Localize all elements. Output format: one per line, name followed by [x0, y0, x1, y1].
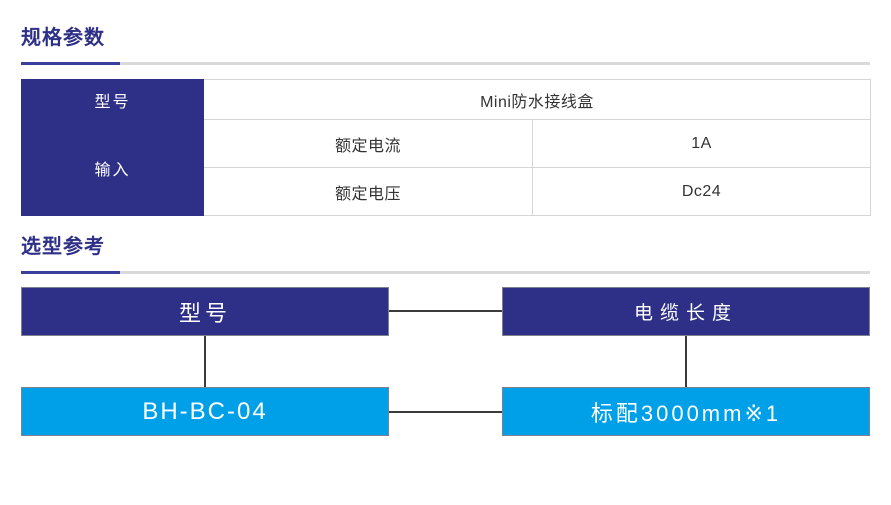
- spec-value-rated-current: 1A: [532, 119, 871, 168]
- diagram-value-cable-length: 标配3000mm※1: [502, 387, 870, 436]
- spec-row-value-model: Mini防水接线盒: [203, 79, 871, 120]
- section-title-spec: 规格参数: [21, 27, 105, 49]
- spec-row-label-model: 型号: [21, 79, 204, 120]
- spec-value-rated-voltage: Dc24: [532, 167, 871, 216]
- connector-line-horizontal-bottom: [389, 411, 502, 413]
- connector-line-horizontal-top: [389, 310, 502, 312]
- table-row: 输入 额定电流 1A: [21, 119, 871, 216]
- spec-row-label-input: 输入: [21, 119, 204, 216]
- connector-line-vertical-left: [204, 336, 206, 387]
- section-title-selection: 选型参考: [21, 236, 105, 258]
- diagram-header-cable-length: 电缆长度: [502, 287, 870, 336]
- section-divider-spec: [21, 62, 870, 65]
- spec-table: 型号 Mini防水接线盒 输入 额定电流 1A 额定电压 Dc24: [21, 79, 871, 216]
- spec-sub-label-rated-voltage: 额定电压: [203, 167, 533, 216]
- selection-diagram: 型号 电缆长度 BH-BC-04 标配3000mm※1: [0, 280, 891, 450]
- diagram-header-model: 型号: [21, 287, 389, 336]
- table-row: 额定电压 Dc24: [22, 167, 871, 216]
- table-row: 型号 Mini防水接线盒: [21, 79, 871, 120]
- spec-sub-label-rated-current: 额定电流: [203, 119, 533, 168]
- connector-line-vertical-right: [685, 336, 687, 387]
- diagram-value-model: BH-BC-04: [21, 387, 389, 436]
- section-divider-selection: [21, 271, 870, 274]
